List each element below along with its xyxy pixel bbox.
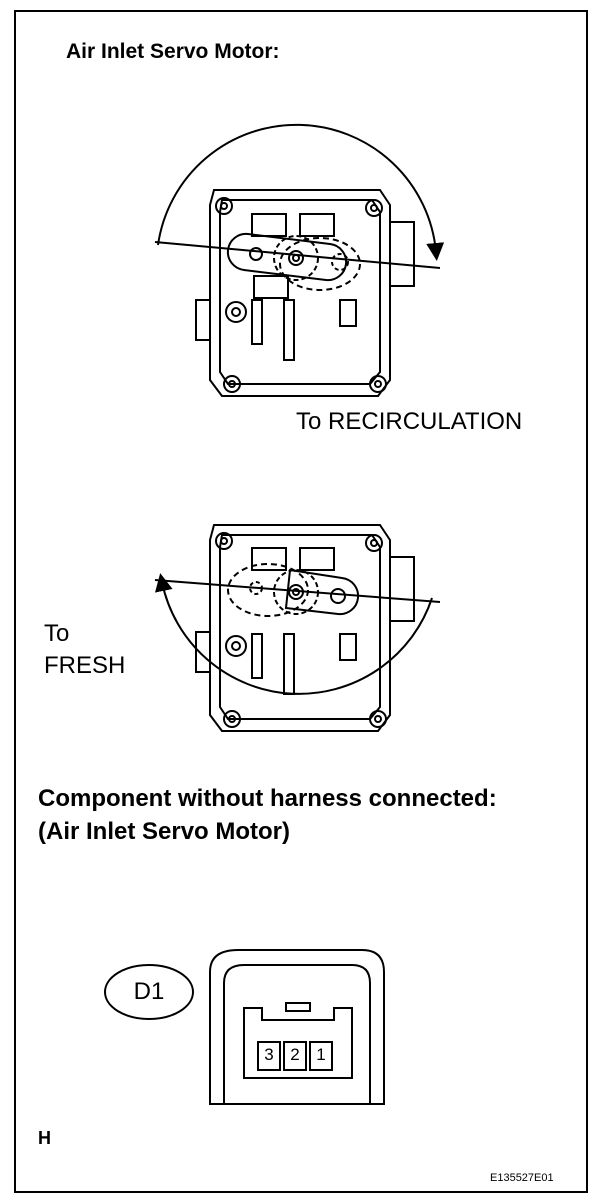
pin-label-2: 2	[290, 1045, 300, 1064]
recirculation-label: To RECIRCULATION	[296, 408, 523, 435]
servo-bottom-view	[154, 524, 441, 732]
connector-housing-top	[389, 221, 415, 287]
connector-id-label: D1	[133, 978, 165, 1005]
pin-block	[243, 1007, 353, 1079]
connector-body	[209, 949, 385, 1105]
servo-top-view	[154, 123, 445, 397]
servo-housing-top	[209, 189, 391, 397]
footer-letter: H	[38, 1128, 51, 1148]
figure-code: E135527E01	[490, 1172, 554, 1184]
reference-line-bottom	[154, 579, 441, 603]
page-title: Air Inlet Servo Motor:	[66, 40, 280, 63]
lever-top	[226, 232, 348, 282]
component-heading-line2: (Air Inlet Servo Motor)	[38, 818, 291, 845]
pin-label-3: 3	[264, 1045, 274, 1064]
connector-d1-drawing	[104, 949, 385, 1105]
component-heading-line1: Component without harness connected:	[38, 785, 497, 812]
fresh-label-line1: To	[44, 620, 70, 647]
recirculation-rotation-arc	[157, 123, 445, 261]
lever-bottom	[284, 568, 360, 616]
connector-id-bubble	[104, 964, 194, 1020]
pin-label-1: 1	[316, 1045, 326, 1064]
servo-housing-bottom	[209, 524, 391, 732]
fresh-label-line2: FRESH	[44, 652, 126, 679]
diagram-frame	[14, 10, 588, 1193]
connector-housing-bottom	[389, 556, 415, 622]
